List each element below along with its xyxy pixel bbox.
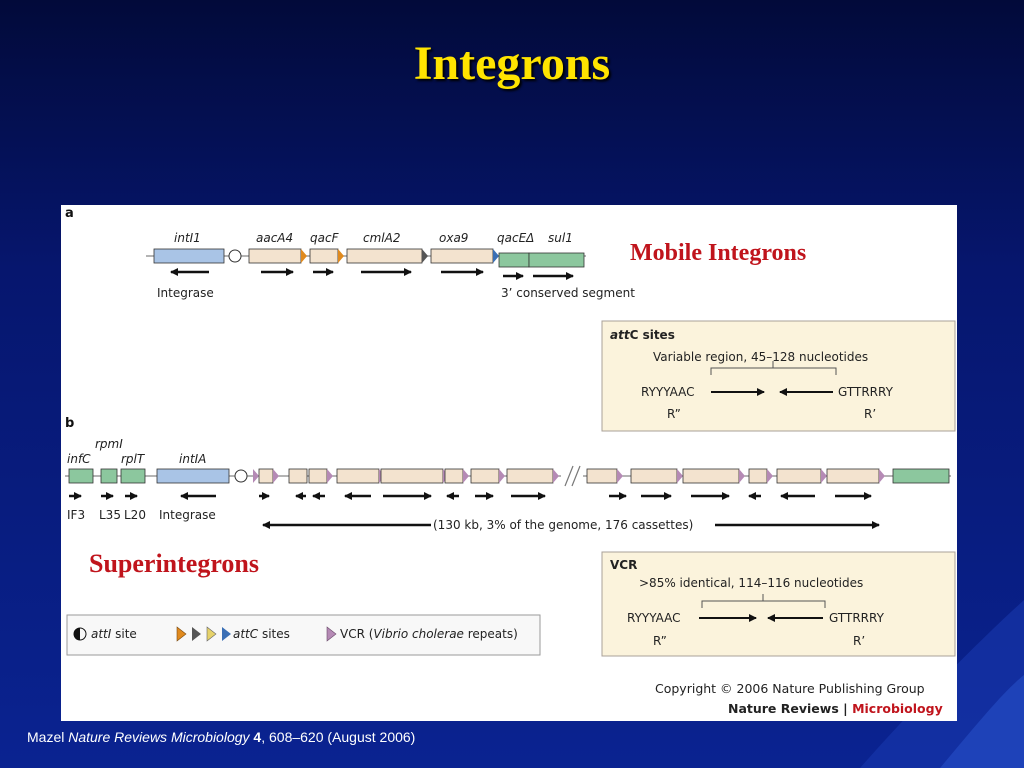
attc-marker [493,249,499,263]
cassette-array-right [586,468,885,484]
atti-site-b [234,469,248,483]
attc-legend-icons [176,626,231,642]
gene-label-infC: infC [67,452,91,466]
vcr-legend-icon [326,626,337,642]
gene-infC [68,468,94,484]
attc-marker [422,249,428,263]
gene-rplT [120,468,146,484]
gene-label-rplT: rplT [121,452,146,466]
slide-title: Integrons [413,37,611,90]
legend-attc: attC sites [233,627,290,641]
attc-left-sequence: RYYYAAC [641,385,695,399]
gene-label-rpmI: rpmI [95,437,123,451]
gene-intI1 [153,248,225,264]
vcr-identity: >85% identical, 114–116 nucleotides [639,576,863,590]
gene-label-oxa9: oxa9 [439,231,468,245]
attc-box-title: attC sites [610,328,675,342]
legend-box [66,614,541,656]
attc-right-sequence: GTTRRRY [838,385,894,399]
legend-vcr: VCR (Vibrio cholerae repeats) [340,627,518,641]
gene-label-intI1: intI1 [174,231,201,245]
atti-legend-icon [73,627,87,641]
vcr-left-sub: R” [653,634,667,648]
gene-sul1 [528,252,585,268]
gene-label-aacA4: aacA4 [256,231,293,245]
gene-label-sul1: sul1 [548,231,573,245]
vcr-right-sequence: GTTRRRY [829,611,885,625]
gene-qacF [309,248,339,264]
integron-diagram: a intI1 aacA4 qacF cmlA2 oxa9 qacEΔ sul1… [65,206,956,716]
gene-label-L35: L35 [99,508,121,522]
gene-intIA [156,468,230,484]
journal-credit: Nature Reviews | Microbiology [728,701,943,716]
citation-caption: Mazel Nature Reviews Microbiology 4, 608… [27,729,416,745]
attc-right-sub: R’ [864,407,876,421]
cassette-array-left [253,468,559,484]
superintegron-span-label: (130 kb, 3% of the genome, 176 cassettes… [433,518,693,532]
gene-label-qacF: qacF [310,231,340,245]
attc-info-box [601,320,956,432]
integron-figure: a intI1 aacA4 qacF cmlA2 oxa9 qacEΔ sul1… [61,205,957,721]
panel-b-label: b [65,416,74,431]
gene-oxa9 [430,248,494,264]
attc-marker [301,249,307,263]
gene-qacE-delta [498,252,530,268]
sequence-break [561,465,583,487]
gene-label-IF3: IF3 [67,508,85,522]
superintegrons-heading: Superintegrons [89,549,259,578]
attc-marker [338,249,344,263]
gene-rpmI [100,468,118,484]
integrase-label-b: Integrase [159,508,216,522]
copyright-line: Copyright © 2006 Nature Publishing Group [655,681,925,696]
attc-left-sub: R” [667,407,681,421]
gene-label-qacE: qacEΔ [497,231,534,245]
panel-a-label: a [65,206,74,221]
vcr-left-sequence: RYYYAAC [627,611,681,625]
atti-site [228,249,242,263]
conserved-segment-label: 3’ conserved segment [501,286,635,300]
gene-cmlA2 [346,248,423,264]
gene-label-intIA: intIA [179,452,206,466]
flanking-gene-right [892,468,950,484]
integrase-label-a: Integrase [157,286,214,300]
gene-label-cmlA2: cmlA2 [363,231,400,245]
gene-aacA4 [248,248,302,264]
legend-atti: attI site [91,627,137,641]
mobile-integrons-heading: Mobile Integrons [630,240,806,266]
vcr-info-box [601,551,956,657]
gene-label-L20: L20 [124,508,146,522]
vcr-right-sub: R’ [853,634,865,648]
vcr-box-title: VCR [610,558,637,572]
attc-variable-region: Variable region, 45–128 nucleotides [653,350,868,364]
